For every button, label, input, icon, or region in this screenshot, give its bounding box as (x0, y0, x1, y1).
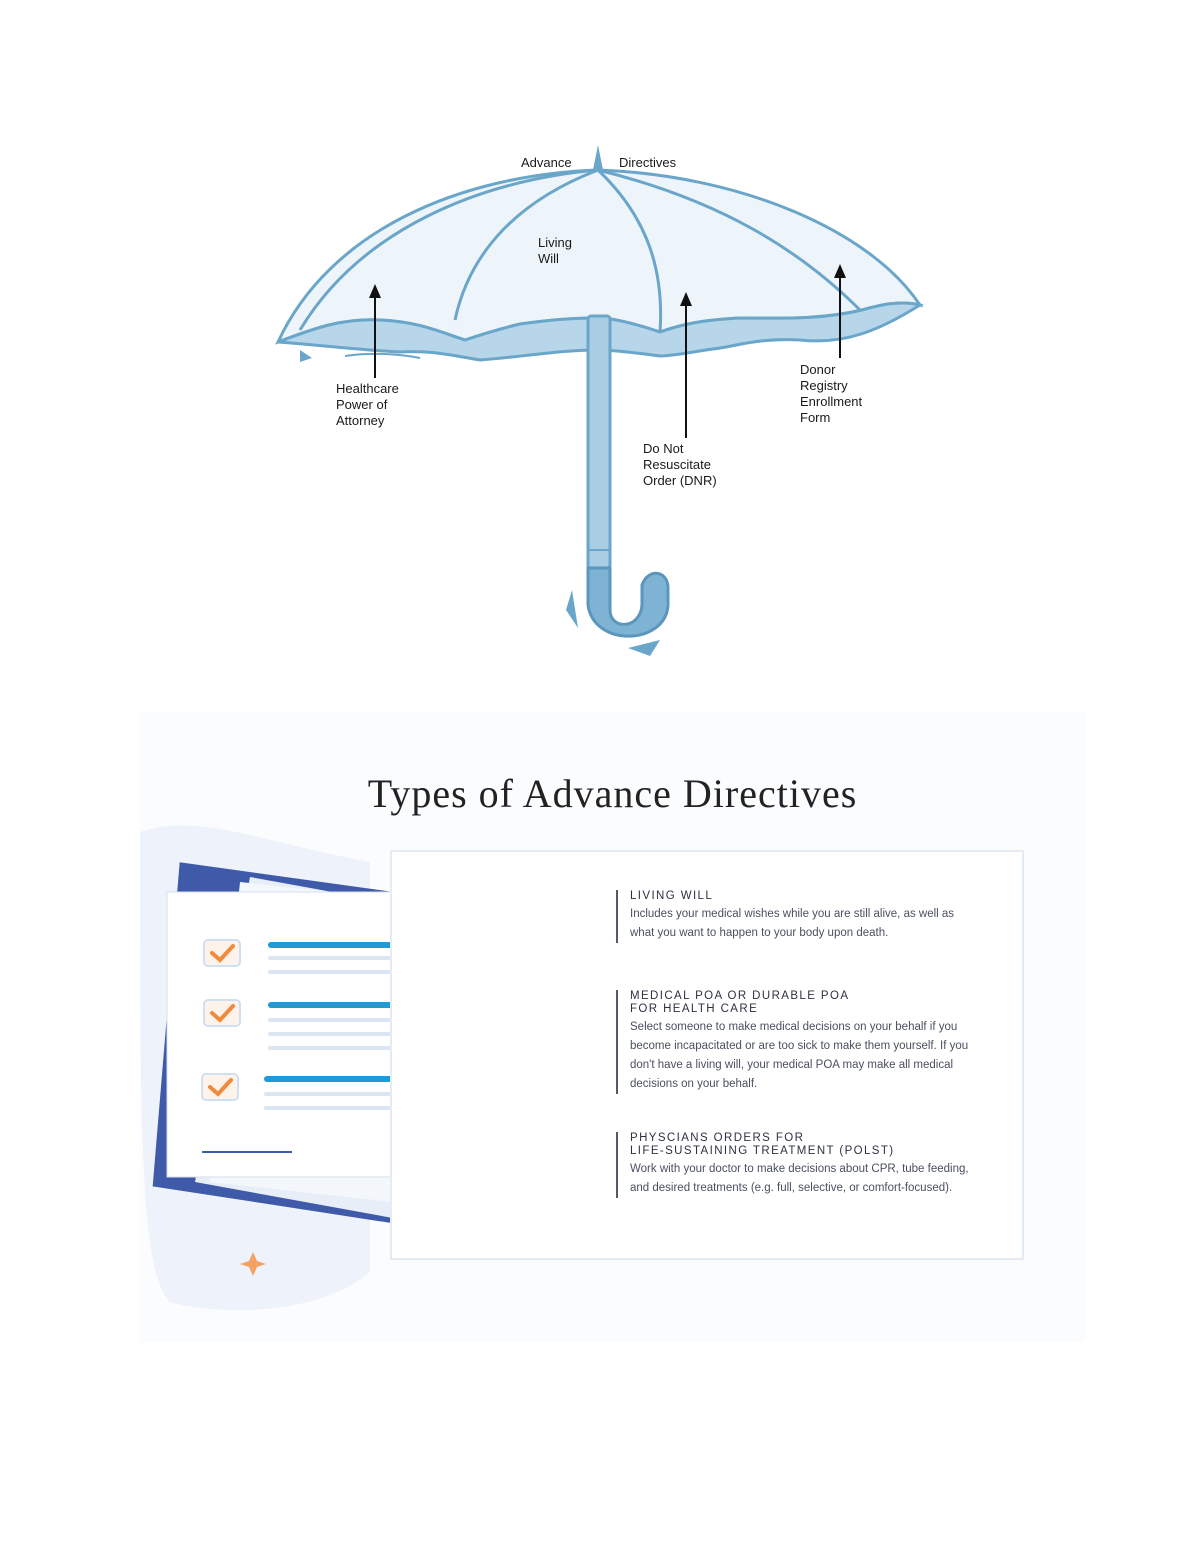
water-drip (344, 352, 421, 359)
label-living-will: Living Will (538, 235, 572, 266)
umbrella-rib (596, 168, 663, 333)
umbrella-illustration (275, 145, 924, 656)
directive-living-will: LIVING WILL Includes your medical wishes… (616, 890, 976, 943)
label-advance: Advance (521, 155, 572, 170)
directive-heading: MEDICAL POA OR DURABLE POA FOR HEALTH CA… (630, 990, 850, 1015)
check-icon (210, 1004, 235, 1023)
umbrella-handle (586, 566, 670, 638)
arrow-healthcare-poa (369, 284, 381, 378)
checklist-item (203, 939, 452, 974)
water-drip (300, 350, 312, 362)
arrow-donor (834, 264, 846, 358)
umbrella-shaft (586, 314, 612, 570)
directive-polst: PHYSCIANS ORDERS FOR LIFE-SUSTAINING TRE… (616, 1132, 976, 1198)
label-healthcare-poa: Healthcare Power of Attorney (336, 381, 399, 428)
directive-description: Select someone to make medical decisions… (630, 1021, 969, 1090)
label-dnr: Do Not Resuscitate Order (DNR) (643, 441, 717, 488)
directive-heading: LIVING WILL (630, 890, 714, 902)
directive-description: Includes your medical wishes while you a… (630, 908, 955, 939)
umbrella-tip (593, 145, 603, 170)
label-directives: Directives (619, 155, 677, 170)
arrow-dnr (680, 292, 692, 438)
directive-medical-poa: MEDICAL POA OR DURABLE POA FOR HEALTH CA… (616, 990, 976, 1094)
umbrella-rib (597, 168, 862, 312)
umbrella-rib (298, 168, 599, 331)
directives-card (390, 850, 1024, 1260)
directive-heading: PHYSCIANS ORDERS FOR LIFE-SUSTAINING TRE… (630, 1132, 895, 1157)
umbrella-rib (453, 168, 599, 321)
sparkle-icon (240, 1252, 266, 1276)
directive-description: Work with your doctor to make decisions … (630, 1163, 969, 1194)
infographic-title: Types of Advance Directives (367, 771, 858, 816)
label-donor-registry: Donor Registry Enrollment Form (800, 362, 863, 425)
advance-directives-infographic: Types of Advance Directives LIVING WILL … (140, 712, 1085, 1342)
check-icon (210, 944, 235, 963)
check-icon (208, 1078, 233, 1097)
